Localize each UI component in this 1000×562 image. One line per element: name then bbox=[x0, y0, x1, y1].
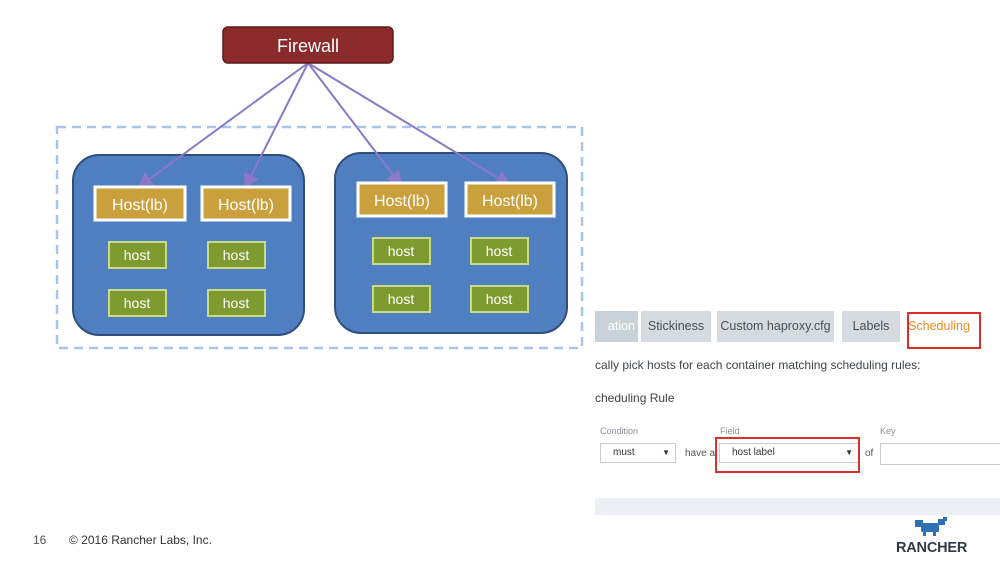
field-value: host label bbox=[732, 447, 775, 458]
tab-labels[interactable]: Labels bbox=[842, 311, 900, 342]
tab-stickiness[interactable]: Stickiness bbox=[641, 311, 711, 342]
dashed-network-boundary bbox=[55, 125, 584, 350]
firewall-box bbox=[222, 26, 394, 64]
lb-host-label-2: Host(lb) bbox=[218, 197, 274, 214]
host-box-6 bbox=[470, 237, 529, 265]
scheduling-tab-highlight bbox=[907, 312, 981, 349]
rancher-logo-text: RANCHER bbox=[896, 540, 968, 556]
condition-value: must bbox=[613, 447, 635, 458]
condition-select[interactable]: must ▼ bbox=[600, 443, 676, 463]
copyright-text: © 2016 Rancher Labs, Inc. bbox=[69, 533, 212, 547]
key-input[interactable] bbox=[880, 443, 1000, 465]
chevron-down-icon: ▼ bbox=[845, 448, 853, 457]
host-label-8: host bbox=[486, 291, 513, 307]
tab-scheduling[interactable]: Scheduling bbox=[906, 311, 972, 342]
lb-host-label-1: Host(lb) bbox=[112, 197, 168, 214]
host-box-1 bbox=[108, 241, 167, 269]
lb-host-box-2 bbox=[200, 185, 292, 222]
of-text: of bbox=[865, 448, 874, 459]
cluster-left bbox=[72, 154, 305, 336]
firewall-arrows bbox=[136, 62, 512, 190]
tab-custom-haproxy[interactable]: Custom haproxy.cfg bbox=[717, 311, 834, 342]
slide-number: 16 bbox=[33, 533, 47, 547]
arrow-to-lb-1 bbox=[136, 62, 309, 189]
scheduling-description: cally pick hosts for each container matc… bbox=[595, 358, 921, 372]
arrow-to-lb-2 bbox=[244, 62, 309, 190]
host-label-5: host bbox=[388, 243, 415, 259]
tab-bar: ation Stickiness Custom haproxy.cfg Labe… bbox=[595, 300, 1000, 352]
firewall-label: Firewall bbox=[277, 36, 339, 56]
lb-host-label-3: Host(lb) bbox=[374, 193, 430, 210]
lb-host-box-3 bbox=[356, 181, 448, 218]
host-label-7: host bbox=[388, 291, 415, 307]
rancher-bull-icon bbox=[915, 517, 947, 536]
host-label-3: host bbox=[124, 295, 151, 311]
host-label-2: host bbox=[223, 247, 250, 263]
field-select[interactable]: host label ▼ bbox=[719, 443, 859, 463]
lb-host-box-4 bbox=[464, 181, 556, 218]
tab-truncated[interactable]: ation bbox=[595, 311, 638, 342]
scheduling-ui-panel: ation Stickiness Custom haproxy.cfg Labe… bbox=[595, 300, 1000, 515]
arrow-to-lb-3 bbox=[307, 62, 403, 188]
host-box-7 bbox=[372, 285, 431, 313]
host-box-4 bbox=[207, 289, 266, 317]
arrow-to-lb-4 bbox=[307, 62, 512, 187]
have-a-text: have a bbox=[685, 448, 716, 459]
lb-host-box-1 bbox=[93, 185, 187, 222]
condition-label: Condition bbox=[600, 426, 639, 436]
cluster-right bbox=[334, 152, 568, 334]
host-label-4: host bbox=[223, 295, 250, 311]
host-box-3 bbox=[108, 289, 167, 317]
host-label-6: host bbox=[486, 243, 513, 259]
chevron-down-icon: ▼ bbox=[662, 448, 670, 457]
panel-footer-bar bbox=[595, 498, 1000, 515]
lb-host-label-4: Host(lb) bbox=[482, 193, 538, 210]
host-label-1: host bbox=[124, 247, 151, 263]
field-select-highlight bbox=[715, 437, 860, 473]
host-box-5 bbox=[372, 237, 431, 265]
field-label: Field bbox=[720, 426, 740, 436]
key-label: Key bbox=[880, 426, 896, 436]
host-box-8 bbox=[470, 285, 529, 313]
host-box-2 bbox=[207, 241, 266, 269]
architecture-diagram: Firewall Host(lb) Host(lb) Host(lb) Host… bbox=[55, 26, 584, 350]
scheduling-rule-heading: cheduling Rule bbox=[595, 391, 675, 405]
